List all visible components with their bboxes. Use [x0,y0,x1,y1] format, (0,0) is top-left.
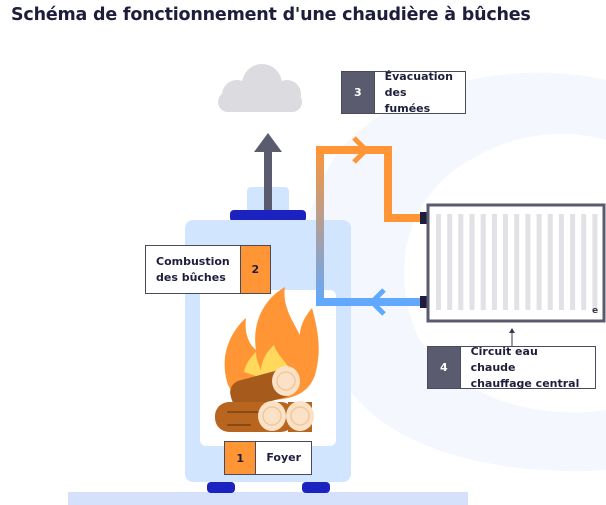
diagram-title: Schéma de fonctionnement d'une chaudière… [11,5,531,25]
label-foyer: 1 Foyer [224,441,312,475]
floor [68,492,468,505]
label-3-text-line2: des fumées [384,85,431,115]
label-2-number: 2 [239,246,270,293]
hot-flow-arrow-icon [352,136,370,164]
radiator-fin [480,214,486,310]
label-1-number: 1 [225,442,257,474]
radiator-fin [469,214,475,310]
radiator-fin [503,214,508,310]
label-4-text-line2: chauffage central [470,376,580,390]
radiator-fin [570,214,576,310]
radiator-brand-mark: e [592,306,599,316]
radiator-fin [547,214,553,310]
label-2-text-line2: des bûches [156,270,226,284]
label-3-text-line1: Évacuation [384,69,453,83]
radiator-fin [581,214,587,310]
radiator-fin [536,214,542,310]
radiator-fin [458,214,464,310]
radiator-fin [514,214,520,310]
heating-circuit-pipes [316,146,420,306]
boiler-foot-right [302,482,330,493]
radiator-fin [447,214,453,310]
radiator-fin [491,214,497,310]
label-combustion-buches: Combustion des bûches 2 [145,245,271,294]
background-logo-shape [305,72,606,472]
label-4-text-line1: Circuit eau chaude [470,344,538,374]
radiator-outlet-valve [420,296,428,308]
label-circuit-eau-chaude: 4 Circuit eau chaude chauffage central [427,344,596,390]
label-4-number: 4 [428,347,461,388]
radiator-fin [525,214,531,310]
label-3-number: 3 [342,72,375,113]
radiator-inlet-valve [420,212,428,224]
cold-flow-arrow-icon [368,288,386,316]
label-4-pointer-icon [509,328,515,346]
label-1-text: Foyer [266,451,301,464]
radiator-fin [558,214,564,310]
firewood-logs-icon [215,366,314,432]
radiator-fin [436,214,441,310]
boiler-top-cap [230,210,306,222]
label-2-text-line1: Combustion [156,254,230,268]
smoke-cloud-icon [218,64,302,112]
boiler-foot-left [207,482,235,493]
smoke-exhaust-arrow-icon [254,133,282,212]
label-evacuation-fumees: 3 Évacuation des fumées [341,69,466,115]
radiator-fin [592,214,598,310]
radiator [426,203,606,323]
